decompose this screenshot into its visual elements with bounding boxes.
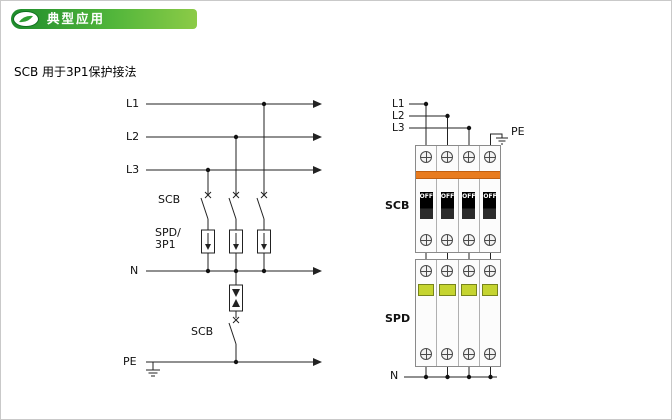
toggle-off-label: OFF — [483, 193, 497, 200]
section-header-banner: 典型应用 — [11, 9, 197, 29]
schematic-spd-label: SPD/ 3P1 — [155, 226, 181, 251]
scb-orange-stripe — [416, 171, 500, 179]
spd-status-window — [460, 284, 477, 296]
branch-verticals — [207, 104, 265, 195]
device-l1-label: L1 — [392, 98, 405, 110]
terminal-screw-icon — [441, 151, 454, 163]
toggle-off-label: OFF — [462, 193, 476, 200]
junction-dots — [205, 101, 493, 380]
spd-module-4 — [480, 260, 500, 366]
schematic-l3-label: L3 — [126, 163, 140, 176]
breaker-toggle: OFF — [462, 192, 475, 219]
schematic-l2-label: L2 — [126, 130, 140, 143]
terminal-screw-icon — [462, 265, 475, 277]
terminal-screw-icon — [483, 348, 496, 360]
terminal-screw-icon — [420, 348, 433, 360]
terminal-screw-icon — [462, 348, 475, 360]
terminal-screw-icon — [441, 265, 454, 277]
toggle-off-label: OFF — [419, 193, 433, 200]
scb-module-1: OFF — [416, 146, 438, 252]
spd-surge-unit — [415, 259, 501, 367]
device-spd-label: SPD — [385, 312, 411, 325]
spd-status-window — [418, 284, 435, 296]
terminal-screw-icon — [420, 151, 433, 163]
scb-module-4: OFF — [480, 146, 500, 252]
spd-status-window — [481, 284, 498, 296]
terminal-screw-icon — [420, 234, 433, 246]
scb-breaker-unit: OFF OFF OFF OFF — [415, 145, 501, 253]
toggle-off-label: OFF — [440, 193, 455, 200]
spd-symbols — [201, 229, 271, 271]
spd-module-1 — [416, 260, 438, 366]
device-l3-label: L3 — [392, 122, 405, 134]
diagram-caption: SCB 用于3P1保护接法 — [14, 65, 137, 79]
scb-module-2: OFF — [437, 146, 459, 252]
terminal-screw-icon — [483, 151, 496, 163]
schematic-scb-lower-label: SCB — [191, 325, 214, 338]
device-scb-label: SCB — [385, 199, 410, 212]
device-l2-label: L2 — [392, 110, 405, 122]
bus-lines — [146, 100, 322, 366]
brand-logo-icon — [13, 11, 39, 27]
spd-module-3 — [459, 260, 480, 366]
terminal-screw-icon — [441, 348, 454, 360]
schematic-n-label: N — [130, 264, 139, 277]
device-pe-label: PE — [511, 125, 525, 138]
scb-module-3: OFF — [459, 146, 480, 252]
terminal-screw-icon — [462, 234, 475, 246]
section-title: 典型应用 — [47, 11, 106, 26]
spd-status-window — [439, 284, 456, 296]
scb-switch-symbols — [200, 191, 268, 230]
schematic-pe-label: PE — [123, 355, 137, 368]
device-n-label: N — [390, 369, 399, 382]
terminal-screw-icon — [483, 234, 496, 246]
terminal-screw-icon — [441, 234, 454, 246]
n-pe-spark-gap — [228, 271, 243, 362]
breaker-toggle: OFF — [483, 192, 497, 219]
ground-symbol-left — [146, 362, 160, 377]
breaker-toggle: OFF — [419, 192, 433, 219]
spd-module-2 — [437, 260, 459, 366]
terminal-screw-icon — [420, 265, 433, 277]
terminal-screw-icon — [462, 151, 475, 163]
terminal-screw-icon — [483, 265, 496, 277]
schematic-scb-upper-label: SCB — [158, 193, 181, 206]
breaker-toggle: OFF — [440, 192, 455, 219]
schematic-l1-label: L1 — [126, 97, 140, 110]
